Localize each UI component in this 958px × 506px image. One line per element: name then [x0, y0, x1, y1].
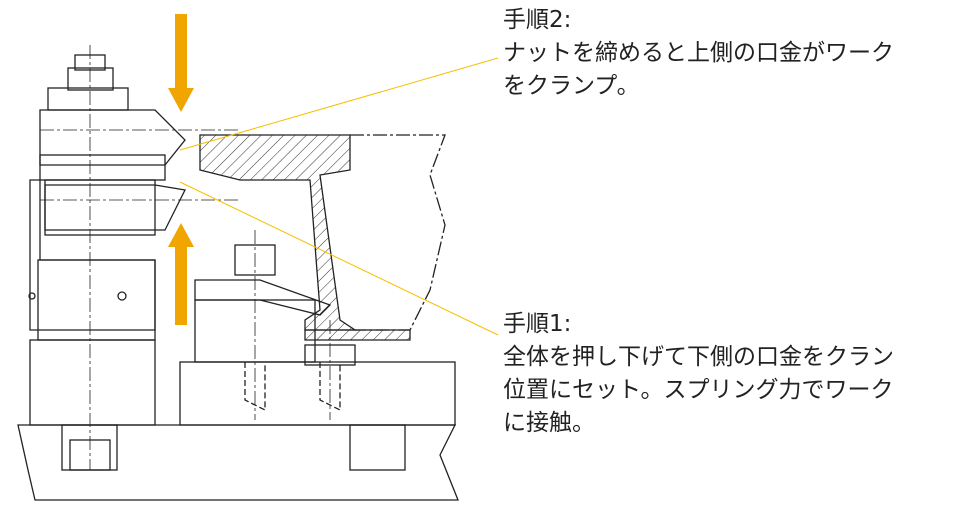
step2-line: をクランプ。	[503, 73, 640, 99]
step1-line: に接触。	[503, 410, 595, 436]
leader-line-step2	[179, 57, 499, 151]
step1-line: 位置にセット。スプリング力でワーク	[503, 377, 894, 403]
drawing-lines	[17, 45, 459, 501]
step1-note: 手順1: 全体を押し下げて下側の口金をクラン 位置にセット。スプリング力でワーク…	[503, 308, 894, 440]
arrow-up-icon	[168, 223, 194, 325]
leader-line-step1	[179, 181, 499, 336]
step1-line: 全体を押し下げて下側の口金をクラン	[503, 344, 894, 370]
step2-line: ナットを締めると上側の口金がワーク	[503, 40, 894, 66]
step2-note: 手順2: ナットを締めると上側の口金がワーク をクランプ。	[503, 4, 894, 103]
arrow-down-icon	[168, 14, 194, 112]
step1-title: 手順1:	[503, 311, 572, 337]
step2-title: 手順2:	[503, 7, 572, 33]
